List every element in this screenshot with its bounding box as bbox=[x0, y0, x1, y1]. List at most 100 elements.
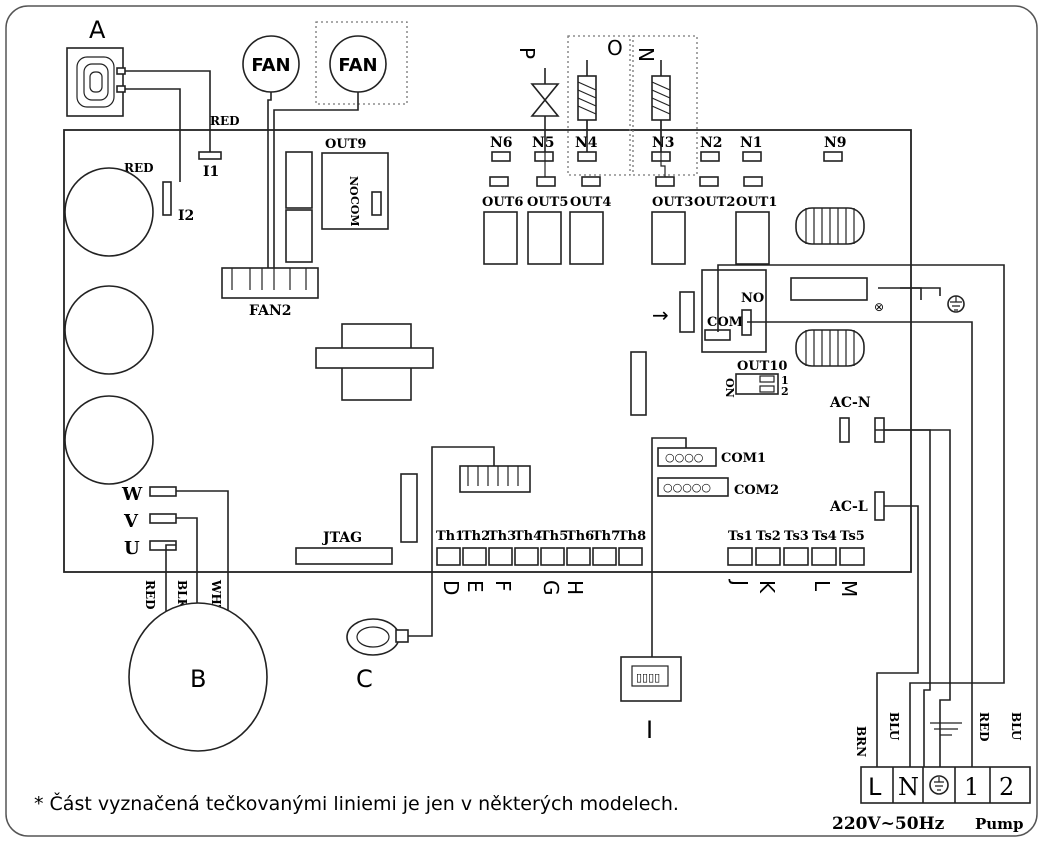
small-header bbox=[679, 291, 695, 333]
ac-n-label: AC-N bbox=[829, 395, 871, 411]
th-labels: Th1 Th2 Th3 Th4 Th5 Th6 Th7 Th8 bbox=[436, 529, 646, 544]
out5-label: OUT5 bbox=[527, 195, 568, 210]
i2-wire-color: RED bbox=[124, 161, 154, 175]
out4-label: OUT4 bbox=[570, 195, 611, 210]
label-h: H bbox=[563, 580, 587, 595]
optional-fan-dotted-area bbox=[315, 21, 408, 105]
jtag-connector bbox=[295, 547, 393, 565]
capacitor-2 bbox=[64, 285, 154, 375]
terminal-l: L bbox=[868, 773, 882, 801]
dip-2-label: 2 bbox=[781, 385, 789, 398]
choke-top bbox=[795, 207, 865, 245]
label-m: M bbox=[837, 580, 861, 597]
th6-label: Th6 bbox=[566, 529, 594, 544]
ts1-label: Ts1 bbox=[728, 529, 753, 544]
terminal-n: N bbox=[898, 773, 919, 801]
u-label: U bbox=[124, 538, 140, 559]
footnote: * Část vyznačená tečkovanými liniemi je … bbox=[34, 791, 679, 815]
wire-brn-label: BRN bbox=[854, 726, 868, 757]
control-board bbox=[63, 129, 912, 573]
label-i: I bbox=[646, 716, 653, 744]
svg-text:○○○○○: ○○○○○ bbox=[663, 481, 711, 494]
out4-terminal bbox=[581, 176, 601, 187]
label-a: A bbox=[89, 16, 106, 44]
wire-blk-label: BLK bbox=[175, 580, 189, 610]
compressor-b bbox=[128, 602, 268, 752]
com2-label: COM2 bbox=[734, 483, 779, 498]
relay-left-2 bbox=[285, 209, 313, 263]
out9-com-terminal bbox=[371, 191, 382, 216]
ic-chip bbox=[630, 351, 647, 416]
n-terminals: N6 N5 N4 N3 N2 N1 N9 bbox=[490, 135, 847, 162]
label-e: E bbox=[463, 580, 487, 593]
out10-no: NO bbox=[741, 291, 764, 306]
relay-out3 bbox=[651, 211, 686, 265]
capacitor-1 bbox=[64, 167, 154, 257]
v-terminal bbox=[149, 513, 177, 524]
com1-connector bbox=[657, 447, 717, 467]
ground-mark: ⊗ bbox=[874, 300, 884, 314]
out3-label: OUT3 bbox=[652, 195, 693, 210]
supply-label: 220V~50Hz bbox=[832, 814, 945, 834]
dip-1-label: 1 bbox=[781, 374, 789, 387]
i1-label: I1 bbox=[203, 164, 219, 180]
th1-label: Th1 bbox=[436, 529, 464, 544]
th3-label: Th3 bbox=[488, 529, 516, 544]
sensor-c-connector bbox=[459, 465, 531, 493]
relay-out1 bbox=[735, 211, 770, 265]
ts4-label: Ts4 bbox=[812, 529, 837, 544]
out1-label: OUT1 bbox=[736, 195, 777, 210]
capacitor-3 bbox=[64, 395, 154, 485]
dip-switch-out10 bbox=[735, 373, 779, 395]
n1-label: N1 bbox=[740, 135, 763, 151]
i1-connector bbox=[198, 151, 222, 160]
out1-terminal bbox=[743, 176, 763, 187]
ac-l-label: AC-L bbox=[829, 499, 868, 515]
terminal-ground-icon bbox=[929, 775, 949, 795]
terminal-2: 2 bbox=[999, 773, 1014, 801]
ac-l-terminal bbox=[874, 491, 885, 521]
th5-label: Th5 bbox=[540, 529, 568, 544]
out9-com: COM bbox=[348, 196, 361, 227]
fuse-holder bbox=[790, 277, 868, 301]
i2-connector bbox=[162, 181, 172, 216]
fan-2-label: FAN bbox=[338, 55, 377, 76]
i1-wire-color: RED bbox=[210, 114, 240, 128]
ts-connectors bbox=[727, 547, 865, 566]
th7-label: Th7 bbox=[592, 529, 620, 544]
wire-red-label: RED bbox=[143, 580, 157, 610]
label-d: D bbox=[439, 580, 463, 595]
th8-label: Th8 bbox=[618, 529, 646, 544]
out9-relay bbox=[321, 152, 389, 230]
label-l: L bbox=[810, 580, 834, 592]
ts-labels: Ts1 Ts2 Ts3 Ts4 Ts5 bbox=[728, 529, 865, 544]
th-connectors bbox=[436, 547, 643, 566]
vertical-connector bbox=[400, 473, 418, 543]
out2-terminal bbox=[699, 176, 719, 187]
label-p: P bbox=[515, 47, 539, 59]
relay-out6 bbox=[483, 211, 518, 265]
label-o: O bbox=[607, 36, 623, 60]
out9-no: NO bbox=[347, 176, 360, 196]
out6-label: OUT6 bbox=[482, 195, 523, 210]
svg-text:○○○○: ○○○○ bbox=[665, 451, 703, 464]
label-g: G bbox=[539, 580, 563, 596]
sensor-c bbox=[346, 618, 409, 656]
valve-p bbox=[530, 68, 560, 152]
choke-bottom bbox=[795, 329, 865, 367]
com2-connector bbox=[657, 477, 729, 497]
n2-label: N2 bbox=[700, 135, 723, 151]
arrow-glyph: → bbox=[652, 303, 669, 327]
out10-label: OUT10 bbox=[737, 359, 787, 374]
n3-label: N3 bbox=[652, 135, 675, 151]
ts5-label: Ts5 bbox=[840, 529, 865, 544]
outer-frame bbox=[5, 5, 1038, 837]
wire-red-label-1: RED bbox=[977, 712, 991, 742]
label-k: K bbox=[755, 580, 779, 594]
reactor-component-a bbox=[66, 47, 126, 117]
out2-label: OUT2 bbox=[694, 195, 735, 210]
i2-label: I2 bbox=[178, 208, 194, 224]
th4-label: Th4 bbox=[514, 529, 542, 544]
label-c: C bbox=[356, 665, 373, 693]
